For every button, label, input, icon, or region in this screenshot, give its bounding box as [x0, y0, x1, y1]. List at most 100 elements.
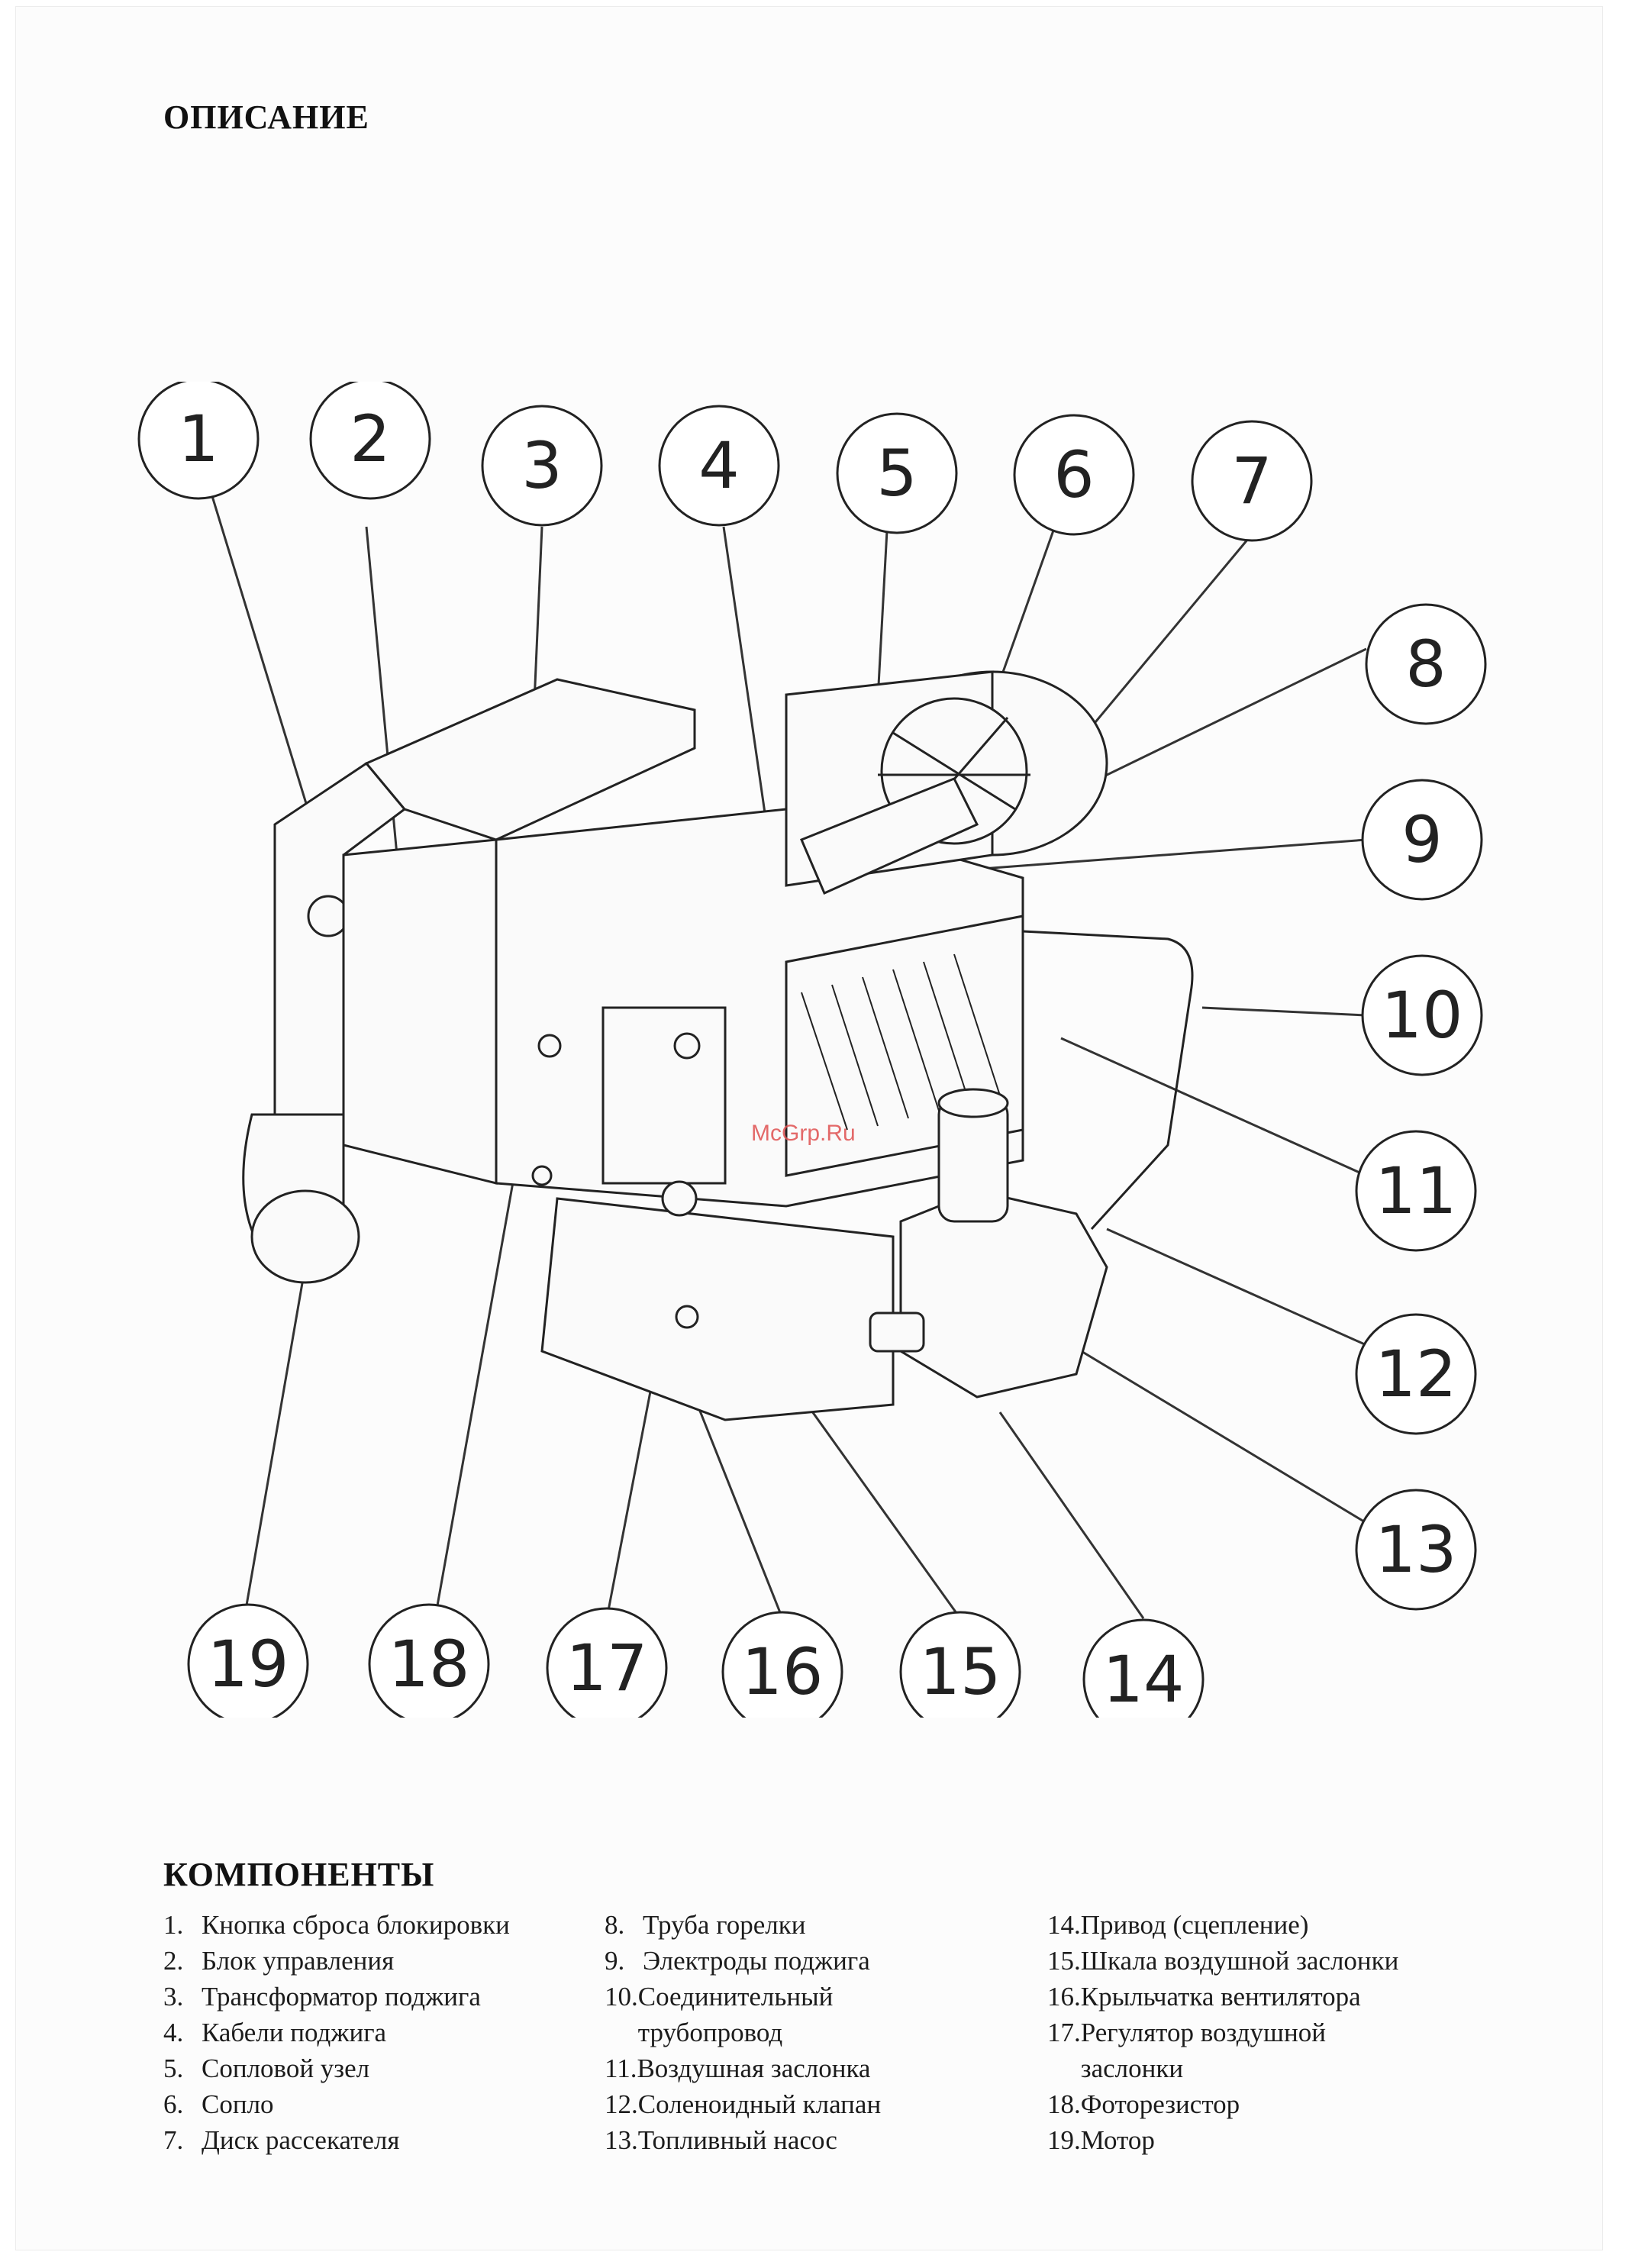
- description-heading: ОПИСАНИЕ: [163, 98, 369, 136]
- legend-number: 4.: [163, 2018, 184, 2047]
- callout-7: [1191, 420, 1313, 542]
- callout-13: [1355, 1489, 1477, 1611]
- side-panel: [342, 838, 498, 1185]
- callout-19-label: 19: [208, 1627, 289, 1702]
- legend-text: Труба горелки: [643, 1910, 806, 1940]
- callout-9: [1361, 779, 1483, 901]
- legend-number: 3.: [163, 1982, 184, 2012]
- leader-lines: [211, 495, 1367, 1619]
- legend-item: 19.Мотор: [1047, 2122, 1505, 2158]
- legend-item: 13.Топливный насос: [605, 2122, 1032, 2158]
- legend-text: Топливный насос: [637, 2125, 837, 2155]
- legend-item: 12.Соленоидный клапан: [605, 2086, 1032, 2122]
- legend-number: 19.: [1047, 2125, 1081, 2155]
- callout-9-label: 9: [1401, 802, 1442, 877]
- legend-number: 18.: [1047, 2089, 1081, 2119]
- callout-11: [1355, 1130, 1477, 1252]
- legend-text: Крыльчатка вентилятора: [1080, 1982, 1361, 2012]
- damper-scale-plate: [601, 1006, 727, 1185]
- leader-19: [243, 1221, 314, 1619]
- callout-10-label: 10: [1382, 978, 1463, 1053]
- callout-12: [1355, 1313, 1477, 1435]
- legend-item: 8. Труба горелки: [605, 1907, 1032, 1943]
- nozzle-assembly: [800, 777, 979, 895]
- legend-column-1: 1.Кнопка сброса блокировки 2. Блок управл…: [163, 1907, 591, 2158]
- legend-number: 6.: [163, 2089, 184, 2119]
- legend-text: Фоторезистор: [1080, 2089, 1240, 2119]
- legend-item: 1.Кнопка сброса блокировки: [163, 1907, 591, 1943]
- callout-numbers: 1 2 3 4 5 6 7 8 9 10 11 12 13 14 15 16 1…: [178, 402, 1463, 1717]
- legend-text: Блок управления: [202, 1946, 395, 1976]
- callout-16: [721, 1611, 843, 1718]
- legend-text: Регулятор воздушной заслонки: [1080, 2018, 1326, 2083]
- connecting-pipe: [1022, 930, 1194, 1231]
- leader-11: [1060, 1037, 1367, 1177]
- legend-item: 9.Электроды поджига: [605, 1943, 1032, 1979]
- pump-fitting: [869, 1311, 925, 1353]
- legend-number: 5.: [163, 2053, 184, 2083]
- legend-number: 7.: [163, 2125, 184, 2155]
- legend-number: 12.: [605, 2089, 638, 2119]
- callout-7-label: 7: [1231, 444, 1272, 518]
- callout-6: [1013, 414, 1135, 536]
- legend-text: Трансформатор поджига: [202, 1982, 481, 2012]
- burner-diagram: 1 2 3 4 5 6 7 8 9 10 11 12 13 14 15 16 1…: [114, 382, 1511, 1718]
- callout-1: [137, 382, 260, 500]
- leader-12: [1106, 1228, 1367, 1347]
- callout-13-label: 13: [1375, 1512, 1457, 1587]
- legend-number: 11.: [605, 2053, 637, 2083]
- legend-number: 10.: [605, 1982, 638, 2012]
- legend-number: 2.: [163, 1946, 184, 1976]
- photoresistor: [537, 1034, 562, 1058]
- damper-regulator-knob: [661, 1180, 698, 1217]
- callout-2: [309, 382, 431, 500]
- legend-column-2: 8.Труба горелки 9.Электроды поджига 10.С…: [605, 1907, 1032, 2158]
- leader-13: [1068, 1342, 1367, 1524]
- fuel-pump: [899, 1189, 1108, 1399]
- callout-5-label: 5: [876, 436, 917, 511]
- callout-circles: [137, 382, 1487, 1718]
- legend-number: 13.: [605, 2125, 638, 2155]
- legend-item: 17.Регулятор воздушной заслонки: [1047, 2015, 1505, 2086]
- legend-text: Кабели поджига: [202, 2018, 387, 2047]
- legend-text: Электроды поджига: [643, 1946, 870, 1976]
- legend-text: Шкала воздушной заслонки: [1080, 1946, 1399, 1976]
- leader-14: [998, 1411, 1145, 1619]
- legend-number: 16.: [1047, 1982, 1081, 2012]
- callout-3-label: 3: [521, 428, 562, 503]
- components-heading: КОМПОНЕНТЫ: [163, 1856, 435, 1893]
- legend-text: Сопловой узел: [202, 2053, 370, 2083]
- leader-3: [533, 526, 543, 703]
- legend-item: 5. Сопловой узел: [163, 2050, 591, 2086]
- legend-number: 15.: [1047, 1946, 1081, 1976]
- callout-4: [658, 405, 780, 527]
- legend-item: 11.Воздушная заслонка: [605, 2050, 1032, 2086]
- legend-item: 3. Трансформатор поджига: [163, 1979, 591, 2015]
- callout-10: [1361, 954, 1483, 1076]
- callout-1-label: 1: [178, 402, 218, 476]
- legend-item: 18.Фоторезистор: [1047, 2086, 1505, 2122]
- burner-body: [242, 670, 1194, 1421]
- callout-11-label: 11: [1375, 1153, 1457, 1228]
- legend-column-3: 14.Привод (сцепление) 15.Шкала воздушной…: [1047, 1907, 1505, 2158]
- leader-10: [1201, 1006, 1367, 1017]
- fan-housing: [540, 1197, 895, 1421]
- callout-4-label: 4: [698, 428, 739, 503]
- callout-14-label: 14: [1103, 1642, 1185, 1717]
- callout-8: [1365, 603, 1487, 725]
- legend-text: Воздушная заслонка: [637, 2053, 871, 2083]
- legend-item: 4. Кабели поджига: [163, 2015, 591, 2050]
- leader-8: [1098, 647, 1367, 780]
- callout-17-label: 17: [566, 1631, 648, 1705]
- legend-number: 1.: [163, 1910, 184, 1940]
- legend-text: Сопло: [202, 2089, 274, 2119]
- legend-number: 14.: [1047, 1910, 1081, 1940]
- motor-end: [250, 1189, 360, 1284]
- callout-17: [546, 1607, 668, 1718]
- callout-3: [481, 405, 603, 527]
- legend-number: 17.: [1047, 2018, 1081, 2047]
- legend-number: 8.: [605, 1910, 625, 1940]
- callout-2-label: 2: [350, 402, 390, 476]
- callout-5: [836, 412, 958, 534]
- leader-9: [961, 838, 1367, 872]
